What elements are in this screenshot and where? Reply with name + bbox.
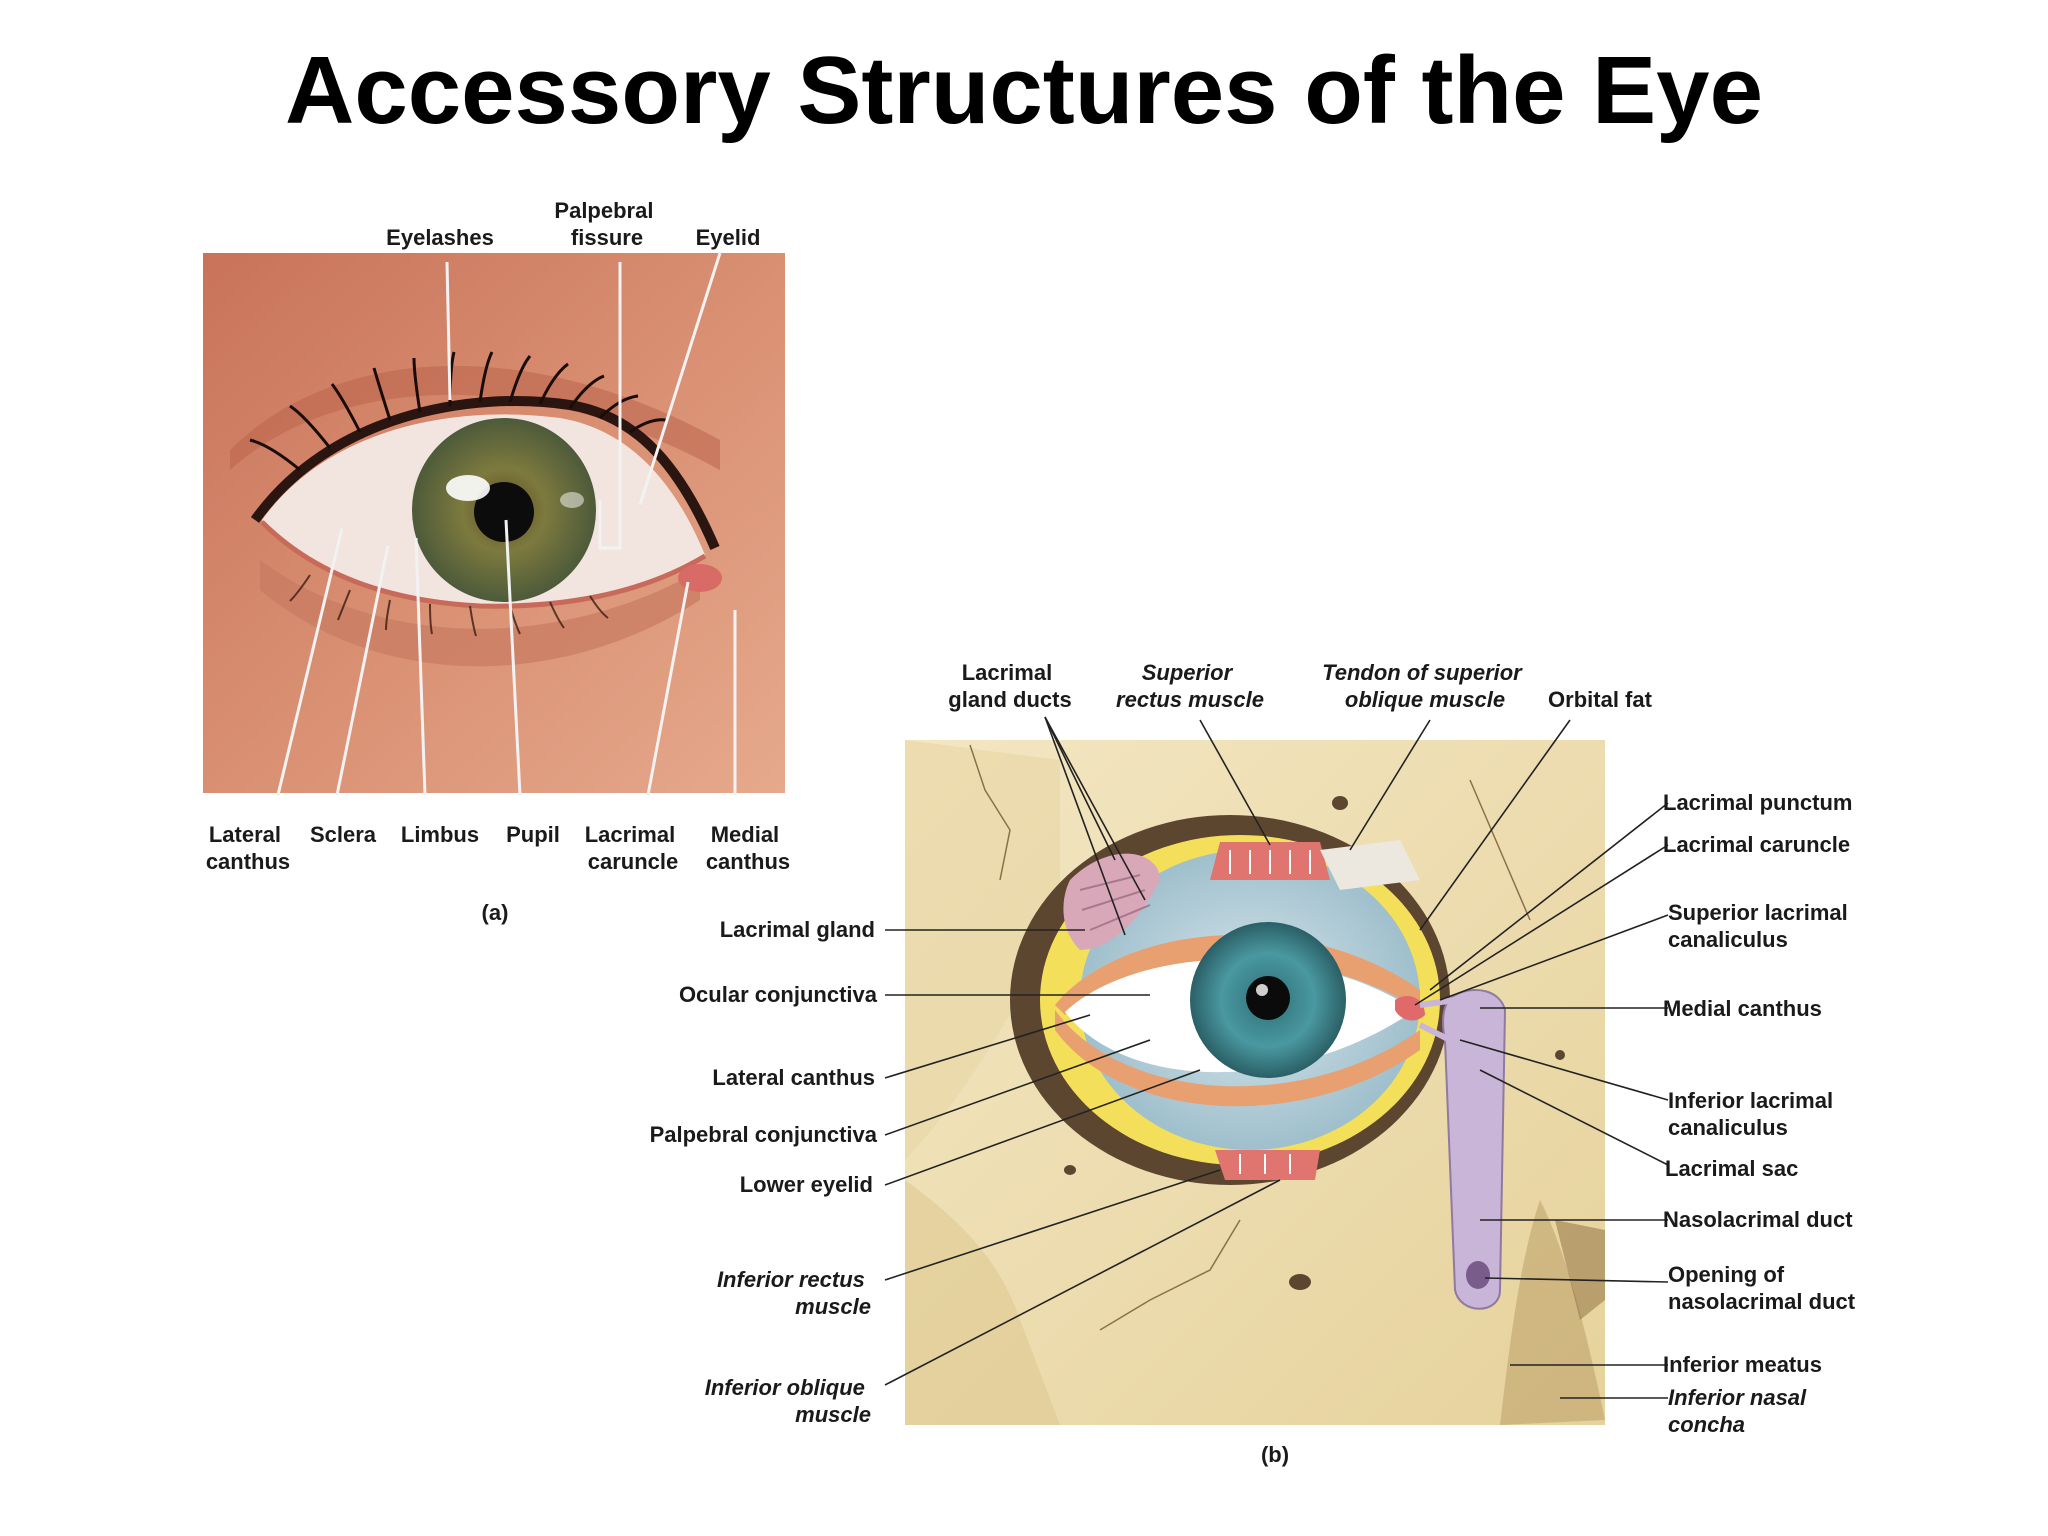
label-eyelashes: Eyelashes <box>386 225 494 250</box>
label-lacrimal-sac: Lacrimal sac <box>1665 1156 1798 1181</box>
label-inferior-oblique-muscle: Inferior oblique muscle <box>705 1375 871 1427</box>
label-lateral-canthus-b: Lateral canthus <box>712 1065 875 1090</box>
label-pupil: Pupil <box>506 822 560 847</box>
page-title: Accessory Structures of the Eye <box>285 37 1763 144</box>
label-superior-lacrimal-canaliculus: Superior lacrimal canaliculus <box>1668 900 1854 952</box>
label-inferior-nasal-concha: Inferior nasal concha <box>1668 1385 1812 1437</box>
pupil-a <box>474 482 534 542</box>
panel-a-eye-photo: Eyelashes Palpebral fissure Eyelid Later… <box>203 198 790 925</box>
label-lacrimal-punctum: Lacrimal punctum <box>1663 790 1852 815</box>
label-medial-canthus-b: Medial canthus <box>1663 996 1822 1021</box>
label-orbital-fat: Orbital fat <box>1548 687 1653 712</box>
label-tendon-superior-oblique: Tendon of superior oblique muscle <box>1322 660 1528 712</box>
label-lacrimal-gland: Lacrimal gland <box>720 917 875 942</box>
panel-a-tag: (a) <box>482 900 509 925</box>
label-palpebral-fissure: Palpebral fissure <box>554 198 659 250</box>
label-limbus: Limbus <box>401 822 479 847</box>
label-inferior-meatus: Inferior meatus <box>1663 1352 1822 1377</box>
pupil-b <box>1246 976 1290 1020</box>
label-ocular-conjunctiva: Ocular conjunctiva <box>679 982 878 1007</box>
label-lacrimal-gland-ducts: Lacrimal gland ducts <box>948 660 1071 712</box>
label-lacrimal-caruncle-a: Lacrimal caruncle <box>585 822 682 874</box>
label-sclera: Sclera <box>310 822 377 847</box>
label-opening-nasolacrimal-duct: Opening of nasolacrimal duct <box>1668 1262 1856 1314</box>
label-inferior-lacrimal-canaliculus: Inferior lacrimal canaliculus <box>1668 1088 1839 1140</box>
panel-b-tag: (b) <box>1261 1442 1289 1467</box>
label-lower-eyelid: Lower eyelid <box>740 1172 873 1197</box>
label-nasolacrimal-duct: Nasolacrimal duct <box>1663 1207 1853 1232</box>
label-lateral-canthus-a: Lateral canthus <box>206 822 290 874</box>
label-superior-rectus-muscle: Superior rectus muscle <box>1116 660 1264 712</box>
label-inferior-rectus-muscle: Inferior rectus muscle <box>717 1267 871 1319</box>
label-eyelid: Eyelid <box>696 225 761 250</box>
label-lacrimal-caruncle-b: Lacrimal caruncle <box>1663 832 1850 857</box>
label-palpebral-conjunctiva: Palpebral conjunctiva <box>650 1122 878 1147</box>
label-medial-canthus-a: Medial canthus <box>706 822 790 874</box>
panel-b-illustration: Lacrimal gland ducts Superior rectus mus… <box>650 660 1856 1467</box>
